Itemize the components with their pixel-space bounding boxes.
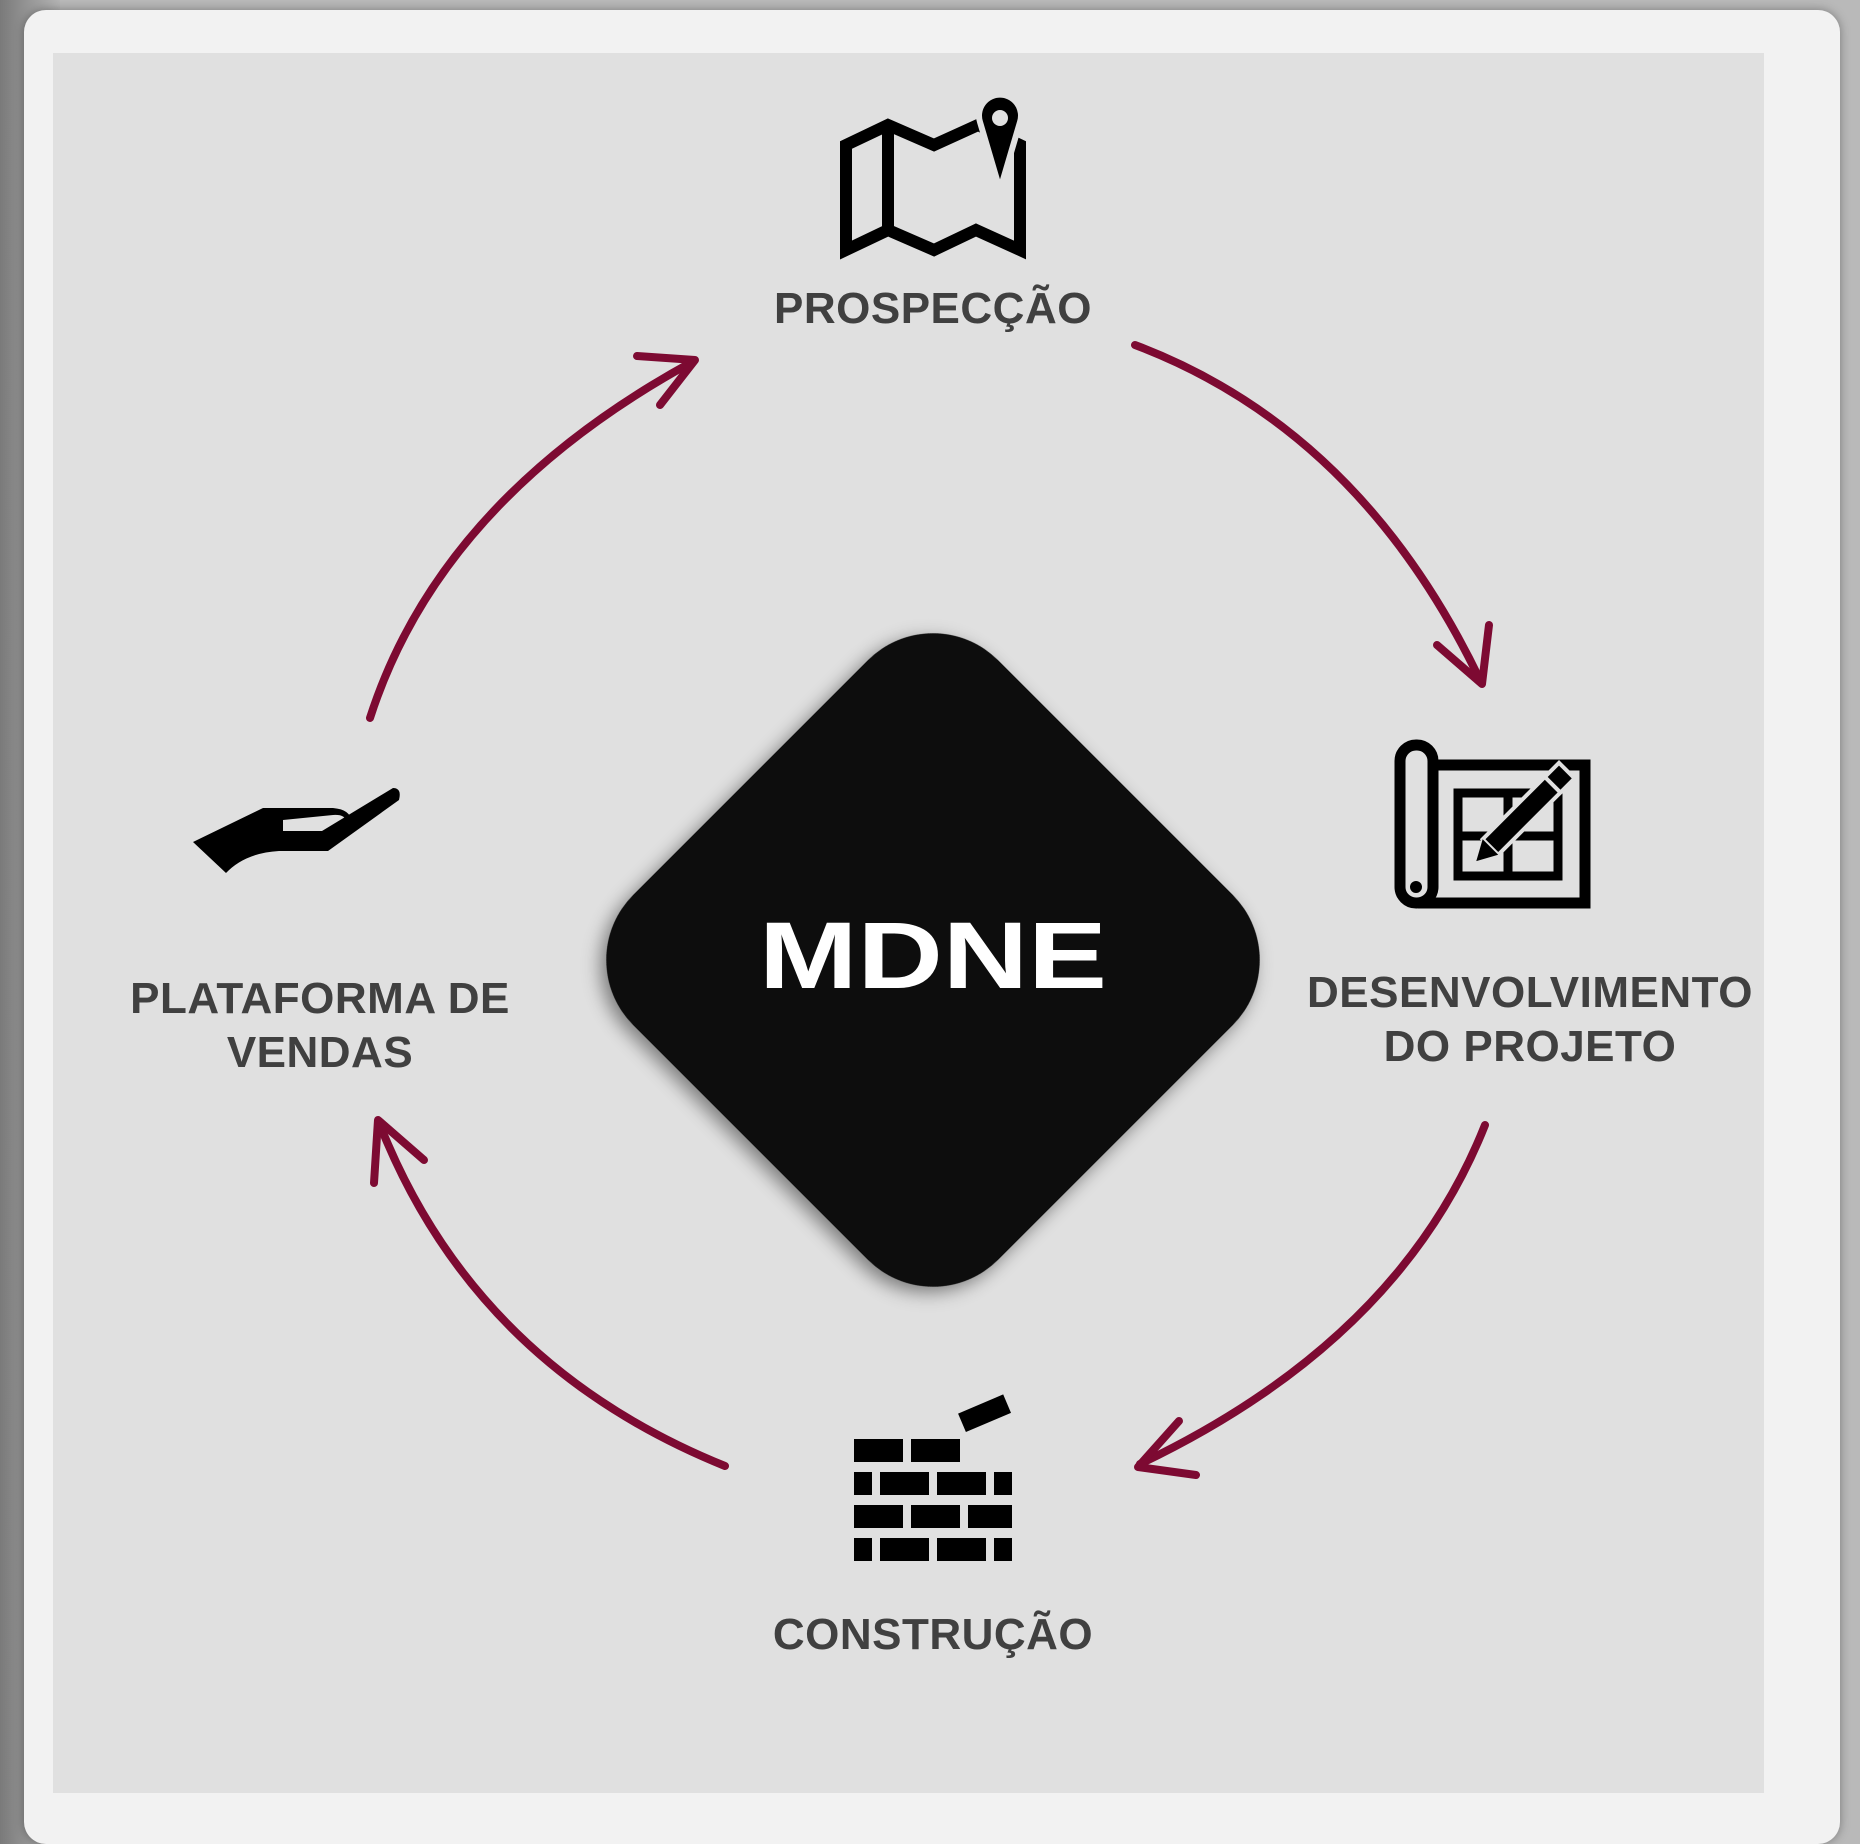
map-pin-icon [840, 91, 1026, 260]
brick-wall-icon [854, 1394, 1012, 1561]
arrow-plataforma-to-prospeccao [366, 352, 699, 722]
label-plataforma: PLATAFORMA DE VENDAS [130, 974, 510, 1077]
arrow-prospeccao-to-desenvolvimento [1131, 341, 1493, 688]
center-logo-text: MDNE [759, 903, 1107, 1009]
hand-offer-icon [193, 788, 400, 873]
arrow-construcao-to-plataforma [370, 1116, 729, 1470]
blueprint-icon [1394, 739, 1591, 909]
label-desenvolvimento: DESENVOLVIMENTO DO PROJETO [1307, 968, 1753, 1071]
label-construcao: CONSTRUÇÃO [772, 1610, 1094, 1659]
center-diamond [606, 633, 1260, 1287]
arrow-desenvolvimento-to-construcao [1134, 1121, 1489, 1479]
label-prospeccao: PROSPECÇÃO [774, 284, 1092, 333]
